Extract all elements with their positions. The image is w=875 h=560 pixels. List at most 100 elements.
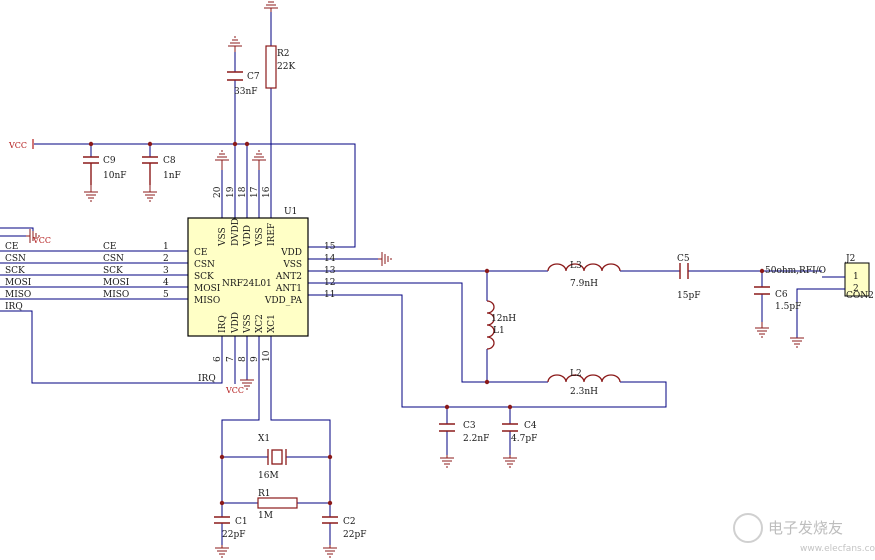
connector-j2-ref: J2 (845, 254, 855, 264)
connector-j2-pin1-num: 1 (853, 272, 859, 282)
net-label-sck-outer: SCK (5, 266, 25, 276)
c2-value: 22pF (343, 530, 366, 540)
u1-ref: U1 (284, 207, 297, 217)
c6-value: 1.5pF (775, 302, 801, 312)
u1-pin-name-vdd: VDD (280, 248, 302, 258)
resistor-r1-symbol (257, 497, 298, 509)
r2-value: 22K (277, 62, 295, 72)
c1-value: 22pF (222, 530, 245, 540)
connector-j2-pin2-num: 2 (853, 284, 859, 294)
u1-pin-name-bot-vdd: VDD (231, 312, 241, 334)
u1-pin-name-dvdd: DVDD (231, 218, 241, 246)
net-label-miso-inner: MISO (103, 290, 129, 300)
vddpa-wire (308, 294, 667, 408)
crystal-x1-symbol (267, 449, 287, 465)
junction-dot (327, 454, 333, 460)
junction-dot (232, 141, 238, 147)
l2-value: 2.3nH (570, 387, 598, 397)
u1-pin-name-top-vdd: VDD (243, 225, 253, 247)
junction-dot (219, 454, 225, 460)
c6-ref: C6 (775, 290, 788, 300)
net-label-csn-outer: CSN (5, 254, 26, 264)
pin10-wire (270, 336, 331, 510)
r1-value: 1M (258, 511, 273, 521)
ground-icon (215, 545, 229, 558)
inductor-l2-symbol (547, 374, 621, 383)
ground-icon (215, 150, 229, 170)
connector-j2-part: CON2 (846, 291, 874, 301)
u1-pin-num-1: 1 (163, 242, 169, 252)
c2-ref: C2 (343, 517, 356, 527)
ground-icon (228, 36, 242, 52)
ground-icon (26, 229, 40, 243)
junction-dot (147, 141, 153, 147)
c7-value: 33nF (234, 87, 258, 97)
u1-pin-name-top-vss2: VSS (255, 227, 265, 247)
u1-pin-name-sck: SCK (194, 272, 214, 282)
l1-value: 12nH (491, 314, 516, 324)
capacitor-c1-symbol (214, 516, 230, 524)
u1-pin-name-iref: IREF (267, 223, 277, 246)
u1-pin-num-13: 13 (324, 266, 336, 276)
watermark-url: www.elecfans.com (800, 544, 875, 554)
u1-pin-name-top-vss: VSS (218, 227, 228, 247)
capacitor-c2-symbol (322, 516, 338, 524)
inductor-l3-symbol (547, 263, 621, 272)
net-label-csn-inner: CSN (103, 254, 124, 264)
u1-pin-num-16: 16 (262, 186, 272, 198)
resistor-r2-symbol (265, 45, 277, 89)
ground-icon (503, 455, 517, 468)
vcc-label-top: VCC (8, 141, 27, 150)
u1-pin-num-6: 6 (213, 356, 223, 362)
u1-pin-num-12: 12 (324, 278, 335, 288)
u1-pin-name-vss: VSS (282, 260, 302, 270)
u1-chip-body (187, 217, 309, 337)
c3-value: 2.2nF (463, 434, 489, 444)
junction-dot (484, 379, 490, 385)
u1-pin-name-xc1: XC1 (267, 314, 277, 333)
vcc-left-wire (0, 227, 34, 240)
ground-icon (378, 252, 392, 266)
u1-part-name: NRF24L01 (222, 279, 272, 289)
connector-j2-body (844, 262, 870, 297)
ground-icon (264, 1, 278, 12)
net-label-ce-outer: CE (5, 242, 18, 252)
junction-dot (244, 141, 250, 147)
watermark-logo-icon (733, 513, 763, 543)
capacitor-c9-symbol (83, 156, 99, 185)
u1-pin-name-bot-vss: VSS (243, 314, 253, 334)
rf-out-net-label: 50ohm,RFI/O (765, 266, 826, 276)
u1-pin-name-xc2: XC2 (255, 314, 265, 333)
bus-irq (0, 310, 223, 384)
u1-pin-num-2: 2 (163, 254, 169, 264)
ground-icon (240, 379, 254, 390)
net-label-mosi-inner: MOSI (103, 278, 130, 288)
u1-pin-num-20: 20 (213, 186, 223, 198)
junction-dot (484, 268, 490, 274)
u1-pin-num-10: 10 (262, 350, 272, 362)
net-label-mosi-outer: MOSI (5, 278, 32, 288)
u1-pin-num-15: 15 (324, 242, 336, 252)
c1-ref: C1 (235, 517, 248, 527)
junction-dot (88, 141, 94, 147)
u1-pin-num-4: 4 (163, 278, 169, 288)
capacitor-c5-symbol (679, 263, 689, 279)
u1-pin-num-17: 17 (250, 186, 260, 198)
x1-ref: X1 (258, 434, 270, 444)
ground-icon (252, 150, 266, 170)
u1-pin-num-11: 11 (324, 290, 335, 300)
u1-pin-name-vddpa: VDD_PA (264, 296, 303, 306)
ground-icon (790, 337, 804, 348)
l1-ref: L1 (493, 326, 505, 336)
c3-ref: C3 (463, 421, 476, 431)
u1-pin-name-mosi: MOSI (194, 284, 221, 294)
junction-dot (444, 404, 450, 410)
net-label-ce-inner: CE (103, 242, 116, 252)
net-label-irq-bottom: IRQ (198, 374, 216, 384)
junctions (88, 141, 765, 506)
net-label-sck-inner: SCK (103, 266, 123, 276)
junction-dot (507, 404, 513, 410)
wires (0, 12, 822, 545)
capacitor-c6-symbol (754, 286, 770, 295)
inductors (486, 263, 621, 383)
